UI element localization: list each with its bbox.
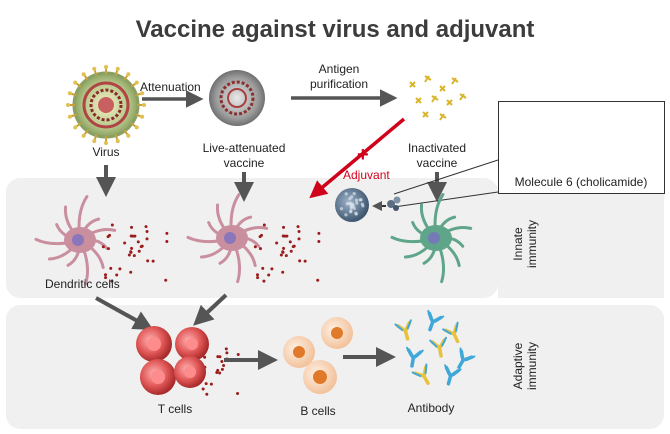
adjuvant-particle xyxy=(335,188,369,222)
inactivated-fragments xyxy=(410,76,466,120)
plus-sign: + xyxy=(357,148,369,162)
label-innate-immunity: Innate immunity xyxy=(511,199,539,289)
label-virus: Virus xyxy=(92,145,119,159)
label-live-vaccine: vaccine xyxy=(224,156,265,170)
label-attenuation: Attenuation xyxy=(140,80,201,94)
label-innate-line1: Innate xyxy=(511,199,525,289)
label-antigen: Antigen xyxy=(319,62,360,76)
label-inactivated: Inactivated xyxy=(408,141,466,155)
label-dendritic-cells: Dendritic cells xyxy=(45,277,120,291)
label-adaptive-line1: Adaptive xyxy=(511,321,525,411)
label-t-cells: T cells xyxy=(158,402,192,416)
label-molecule: Molecule 6 (cholicamide) xyxy=(515,175,648,189)
label-purification: purification xyxy=(310,77,368,91)
label-b-cells: B cells xyxy=(300,404,335,418)
label-adaptive-immunity: Adaptive immunity xyxy=(511,321,539,411)
label-innate-line2: immunity xyxy=(525,199,539,289)
live-attenuated-particle xyxy=(209,70,265,126)
label-adaptive-line2: immunity xyxy=(525,321,539,411)
label-antibody: Antibody xyxy=(408,401,455,415)
label-live-attenuated: Live-attenuated xyxy=(203,141,286,155)
diagram-title: Vaccine against virus and adjuvant xyxy=(0,16,670,44)
virus-particle xyxy=(66,65,146,145)
label-inactivated-vaccine: vaccine xyxy=(417,156,458,170)
label-adjuvant: Adjuvant xyxy=(343,168,390,182)
